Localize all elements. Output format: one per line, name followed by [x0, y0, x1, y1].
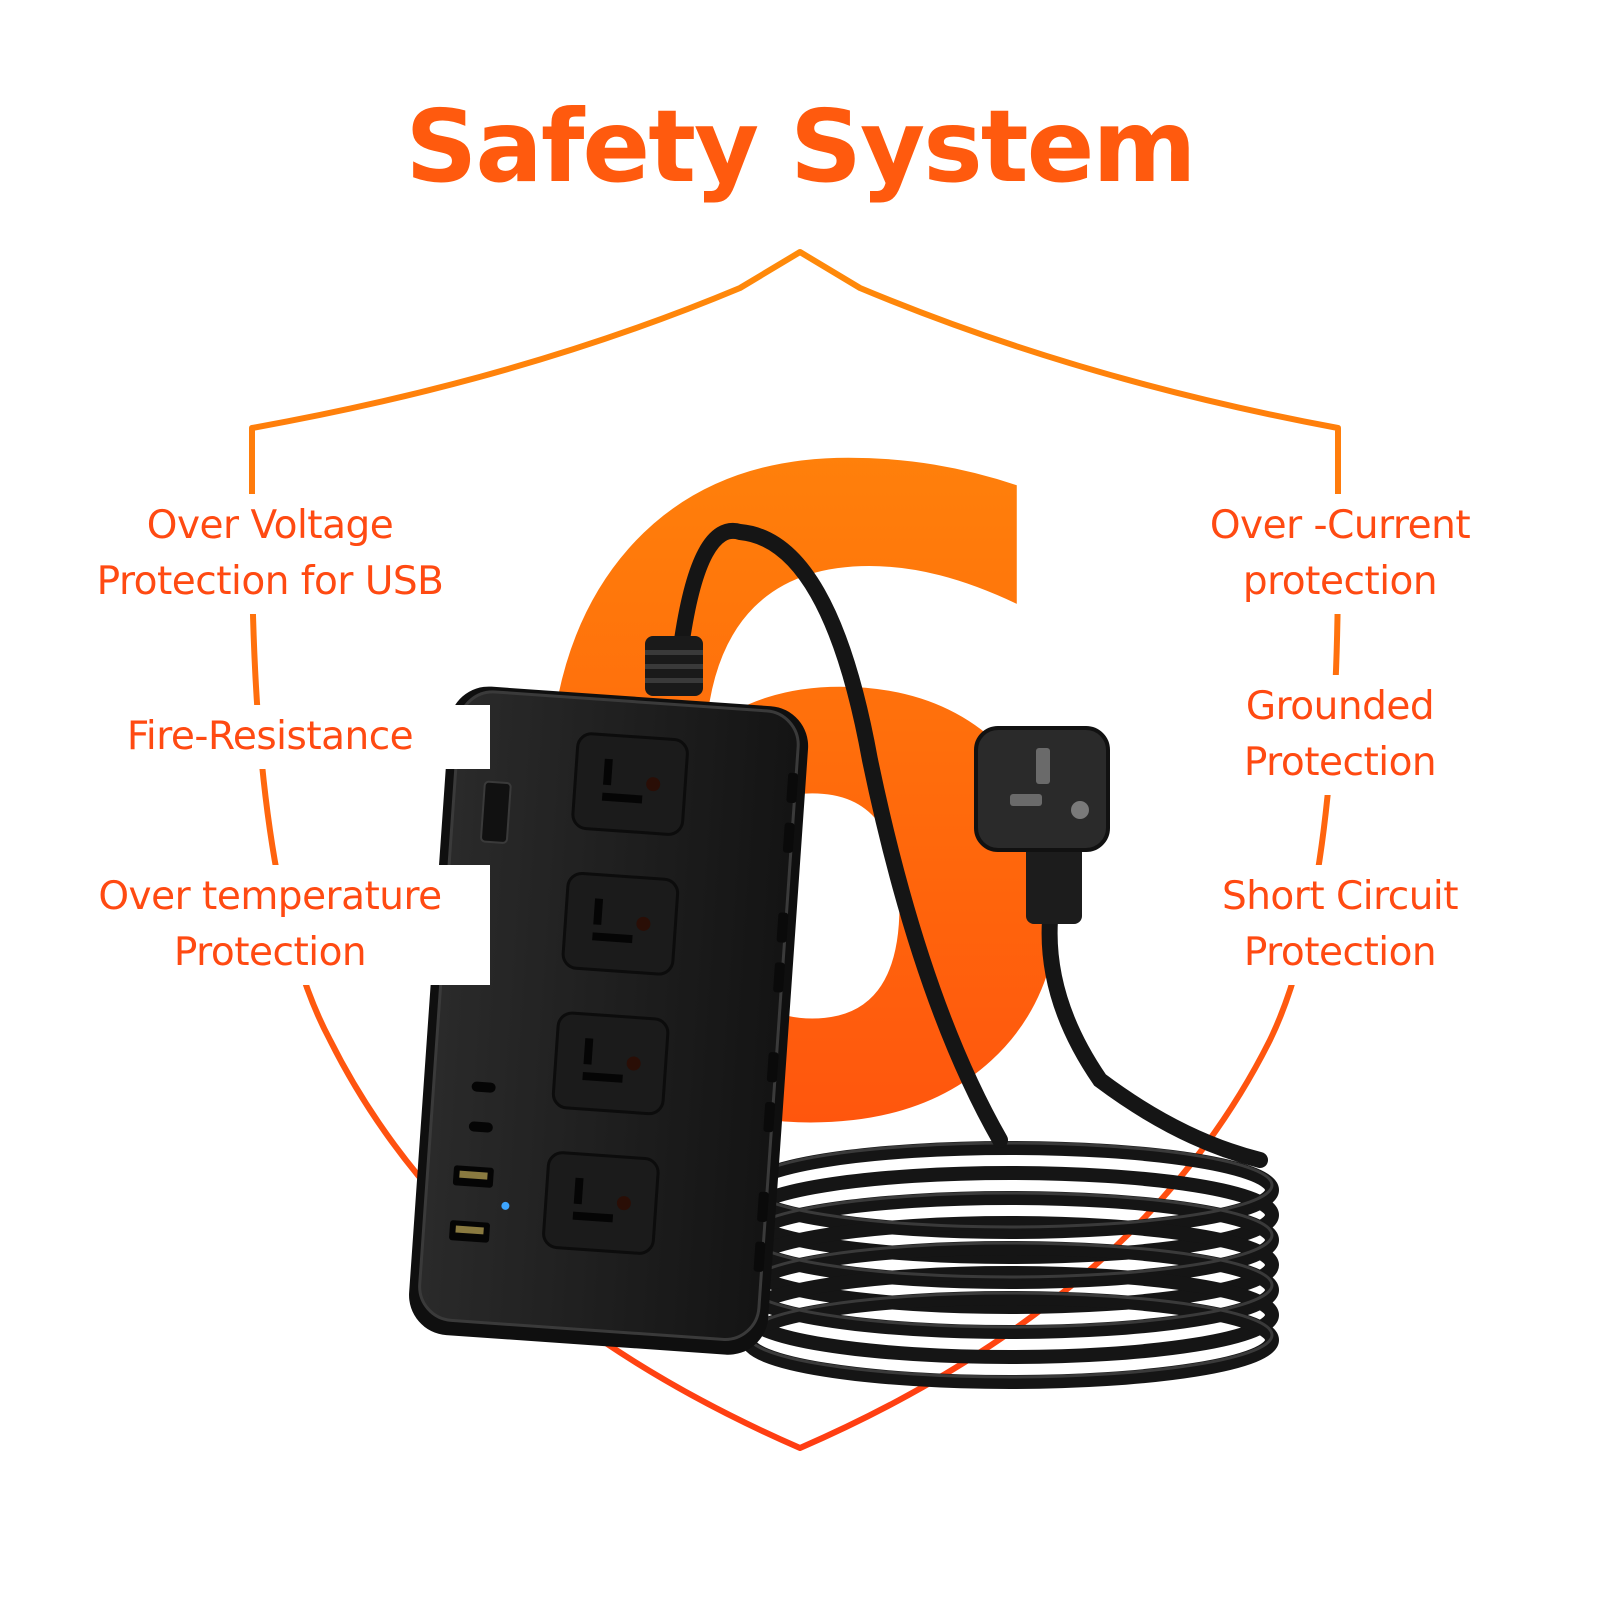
feature-line: Protection [1243, 740, 1437, 785]
feature-line: Short Circuit [1221, 874, 1459, 919]
feature-line: Over -Current [1209, 503, 1471, 548]
feature-line: protection [1242, 559, 1438, 604]
power-switch-icon [480, 780, 512, 844]
plug-cable [1041, 912, 1268, 1168]
feature-fire-resistance: Fire-Resistance [50, 705, 490, 769]
page-title: Safety System [405, 88, 1196, 205]
ac-outlets [542, 732, 689, 1255]
feature-line: Protection [1243, 930, 1437, 975]
feature-line: Over Voltage [146, 503, 394, 548]
strain-relief [645, 636, 703, 696]
feature-line: Protection for USB [96, 559, 444, 604]
feature-line: Fire-Resistance [126, 714, 414, 759]
usb-ports [449, 1081, 510, 1243]
feature-line: Over temperature [98, 874, 442, 919]
feature-line: Grounded [1245, 684, 1435, 729]
power-strip-icon [409, 686, 809, 1355]
feature-line: Protection [173, 930, 367, 975]
feature-over-current: Over -Current protection [1120, 494, 1560, 614]
feature-over-voltage-usb: Over Voltage Protection for USB [50, 494, 490, 614]
feature-grounded: Grounded Protection [1120, 675, 1560, 795]
usb-indicator-light [501, 1201, 510, 1210]
cable-loop [674, 522, 1008, 1148]
feature-short-circuit: Short Circuit Protection [1120, 865, 1560, 985]
three-prong-plug-icon [974, 726, 1110, 924]
feature-over-temperature: Over temperature Protection [50, 865, 490, 985]
